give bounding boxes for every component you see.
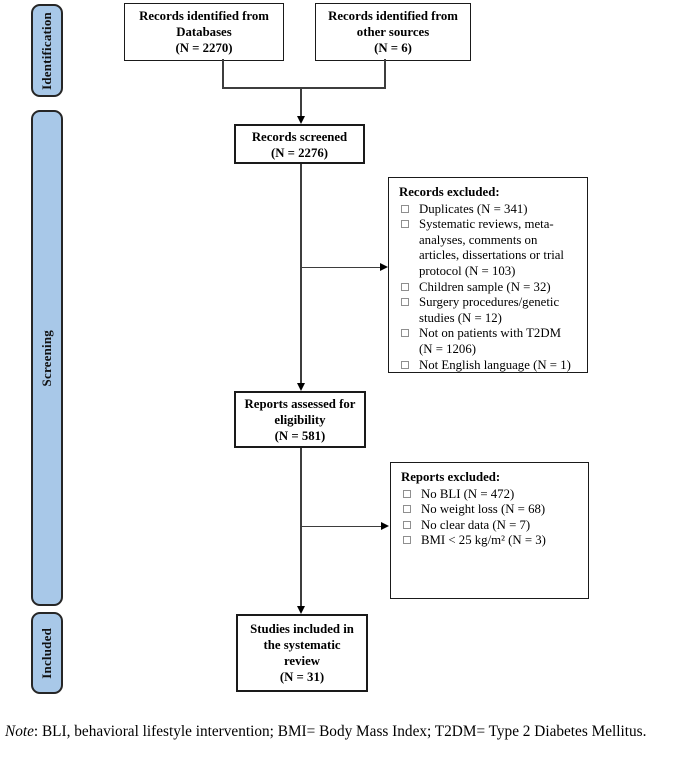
stage-bar-included: Included xyxy=(31,612,63,694)
box-text-line: (N = 581) xyxy=(274,429,326,443)
figure-note: Note: BLI, behavioral lifestyle interven… xyxy=(5,721,673,743)
checkbox-bullet-icon xyxy=(403,489,411,498)
list-item-text: Not English language (N = 1) xyxy=(419,357,571,372)
checkbox-bullet-icon xyxy=(401,360,409,369)
note-prefix: Note xyxy=(5,723,34,740)
checkbox-bullet-icon xyxy=(403,520,411,529)
stage-label-screening: Screening xyxy=(39,329,54,387)
box-text-line: Reports assessed for xyxy=(244,397,356,411)
list-item: Not on patients with T2DM (N = 1206) xyxy=(399,326,577,357)
list-item: No BLI (N = 472) xyxy=(401,487,578,503)
stage-label-identification: Identification xyxy=(39,11,54,90)
box-text-line: eligibility xyxy=(274,413,326,427)
list-item-text: Children sample (N = 32) xyxy=(419,279,551,294)
box-studies-included: Studies included in the systematic revie… xyxy=(236,614,368,692)
list-item: No weight loss (N = 68) xyxy=(401,502,578,518)
arrowhead-down-icon xyxy=(296,383,305,391)
list-item-text: Duplicates (N = 341) xyxy=(419,201,528,216)
box-text-line: Records screened xyxy=(251,130,348,144)
checkbox-bullet-icon xyxy=(401,329,409,338)
note-text: : BLI, behavioral lifestyle intervention… xyxy=(33,723,647,740)
box-records-excluded: Records excluded: Duplicates (N = 341) S… xyxy=(388,177,588,373)
list-item: Children sample (N = 32) xyxy=(399,280,577,296)
box-text-line: the systematic xyxy=(263,638,341,652)
connector-line xyxy=(222,87,386,89)
list-item: Systematic reviews, meta-analyses, comme… xyxy=(399,217,577,279)
reports-excluded-list: No BLI (N = 472) No weight loss (N = 68)… xyxy=(401,487,578,549)
list-item: No clear data (N = 7) xyxy=(401,518,578,534)
list-item: Surgery procedures/genetic studies (N = … xyxy=(399,295,577,326)
list-item: BMI < 25 kg/m² (N = 3) xyxy=(401,533,578,549)
list-item-text: BMI < 25 kg/m² (N = 3) xyxy=(421,533,546,548)
connector-line xyxy=(300,87,302,117)
stage-bar-screening: Screening xyxy=(31,110,63,606)
checkbox-bullet-icon xyxy=(401,298,409,307)
list-item-text: Systematic reviews, meta-analyses, comme… xyxy=(419,217,564,278)
list-item-text: Not on patients with T2DM (N = 1206) xyxy=(419,326,561,356)
connector-line xyxy=(384,59,386,88)
box-text-line: Studies included in xyxy=(250,622,354,636)
box-text-line: (N = 2270) xyxy=(175,41,233,55)
box-text-line: review xyxy=(283,654,320,668)
connector-line xyxy=(300,266,382,268)
box-records-identified-databases: Records identified from Databases (N = 2… xyxy=(124,3,284,61)
arrowhead-right-icon xyxy=(381,522,389,530)
checkbox-bullet-icon xyxy=(401,220,409,229)
arrowhead-down-icon xyxy=(296,606,305,614)
checkbox-bullet-icon xyxy=(401,282,409,291)
stage-bar-identification: Identification xyxy=(31,4,63,97)
list-item: Duplicates (N = 341) xyxy=(399,202,577,218)
list-item-text: No clear data (N = 7) xyxy=(421,517,531,532)
arrowhead-down-icon xyxy=(296,116,305,124)
box-text-line: (N = 31) xyxy=(279,670,325,684)
list-item: Not English language (N = 1) xyxy=(399,358,577,374)
box-records-identified-other-sources: Records identified from other sources (N… xyxy=(315,3,471,61)
list-item-text: No BLI (N = 472) xyxy=(421,486,515,501)
box-text-line: Records identified from xyxy=(328,9,458,23)
records-excluded-list: Duplicates (N = 341) Systematic reviews,… xyxy=(399,202,577,374)
connector-line xyxy=(300,164,302,384)
box-text-line: (N = 2276) xyxy=(270,146,329,160)
box-reports-assessed-eligibility: Reports assessed for eligibility (N = 58… xyxy=(234,391,366,448)
list-item-text: No weight loss (N = 68) xyxy=(421,502,546,517)
connector-line xyxy=(222,59,224,88)
records-excluded-title: Records excluded: xyxy=(399,185,500,199)
connector-line xyxy=(300,448,302,607)
connector-line xyxy=(300,525,383,527)
box-text-line: (N = 6) xyxy=(374,41,412,55)
stage-label-included: Included xyxy=(39,627,54,679)
box-reports-excluded: Reports excluded: No BLI (N = 472) No we… xyxy=(390,462,589,599)
box-text-line: Databases xyxy=(176,25,232,39)
box-text-line: other sources xyxy=(356,25,430,39)
reports-excluded-title: Reports excluded: xyxy=(401,470,501,484)
checkbox-bullet-icon xyxy=(403,505,411,514)
arrowhead-right-icon xyxy=(380,263,388,271)
list-item-text: Surgery procedures/genetic studies (N = … xyxy=(419,295,560,325)
box-text-line: Records identified from xyxy=(139,9,269,23)
checkbox-bullet-icon xyxy=(401,204,409,213)
box-records-screened: Records screened (N = 2276) xyxy=(234,124,365,164)
checkbox-bullet-icon xyxy=(403,536,411,545)
